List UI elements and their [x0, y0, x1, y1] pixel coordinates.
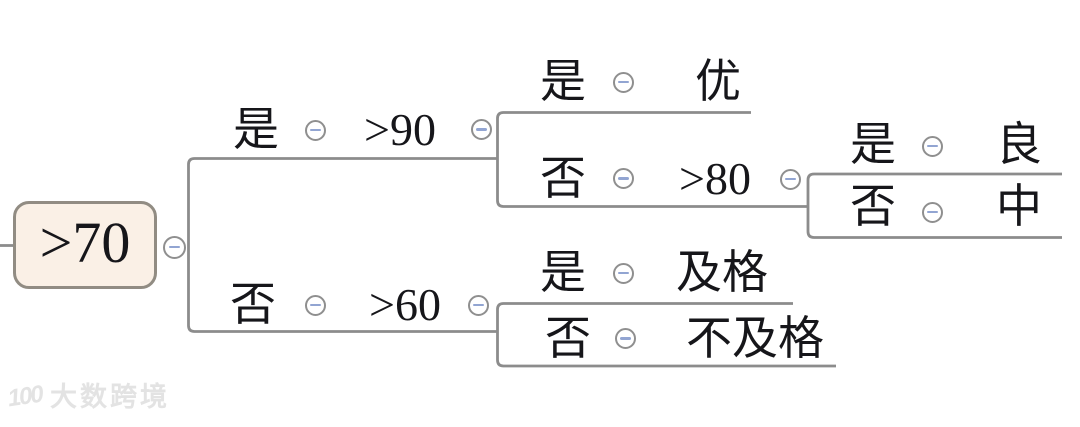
minus-icon: [617, 271, 629, 275]
collapse-button-branch2-value[interactable]: [467, 294, 489, 316]
collapse-button-branch1-value[interactable]: [470, 119, 492, 140]
minus-icon: [309, 128, 321, 132]
collapse-button-branch1b-cond[interactable]: [612, 168, 634, 189]
minus-icon: [475, 128, 487, 131]
collapse-button-branch2a[interactable]: [612, 262, 634, 284]
node-branch1a-result[interactable]: 优: [695, 56, 741, 107]
node-branch1-cond[interactable]: 是: [233, 104, 279, 155]
node-branch1a-cond[interactable]: 是: [540, 56, 586, 107]
collapse-button-branch1b-value[interactable]: [779, 168, 801, 190]
minus-icon: [926, 144, 938, 148]
collapse-button-branch1b2[interactable]: [921, 201, 943, 223]
node-branch1b2-cond[interactable]: 否: [850, 181, 896, 232]
collapse-button-root[interactable]: [163, 235, 186, 259]
node-branch2-cond[interactable]: 否: [230, 279, 276, 330]
collapse-button-branch2b[interactable]: [614, 328, 636, 349]
node-branch2b-result[interactable]: 不及格: [686, 313, 824, 364]
node-branch1b1-result[interactable]: 良: [996, 119, 1042, 170]
minus-icon: [309, 303, 321, 307]
node-branch1b-value[interactable]: >80: [679, 153, 751, 204]
minus-icon: [169, 245, 180, 249]
minus-icon: [619, 337, 631, 340]
watermark-logo: 100: [5, 380, 44, 413]
minus-icon: [617, 177, 629, 180]
collapse-button-branch1b1[interactable]: [921, 135, 943, 157]
node-branch2a-cond[interactable]: 是: [540, 247, 586, 298]
node-branch1-value[interactable]: >90: [364, 104, 436, 155]
root-node[interactable]: >70: [13, 201, 157, 289]
root-node-label: >70: [39, 210, 131, 275]
node-branch2b-cond[interactable]: 否: [545, 313, 591, 364]
collapse-button-branch1-cond[interactable]: [304, 119, 326, 141]
watermark-brand-text: 大数跨境: [50, 382, 171, 412]
node-branch2-value[interactable]: >60: [369, 279, 441, 330]
node-branch1b1-cond[interactable]: 是: [850, 119, 896, 170]
collapse-button-branch2-cond[interactable]: [304, 294, 326, 316]
node-branch1b-cond[interactable]: 否: [540, 153, 586, 204]
minus-icon: [784, 177, 796, 181]
minus-icon: [926, 210, 938, 214]
minus-icon: [472, 303, 484, 307]
node-branch1b2-result[interactable]: 中: [996, 181, 1042, 232]
node-branch2a-result[interactable]: 及格: [676, 247, 768, 298]
watermark: 100 大数跨境: [5, 380, 171, 413]
minus-icon: [617, 80, 629, 84]
collapse-button-branch1a[interactable]: [612, 71, 634, 93]
